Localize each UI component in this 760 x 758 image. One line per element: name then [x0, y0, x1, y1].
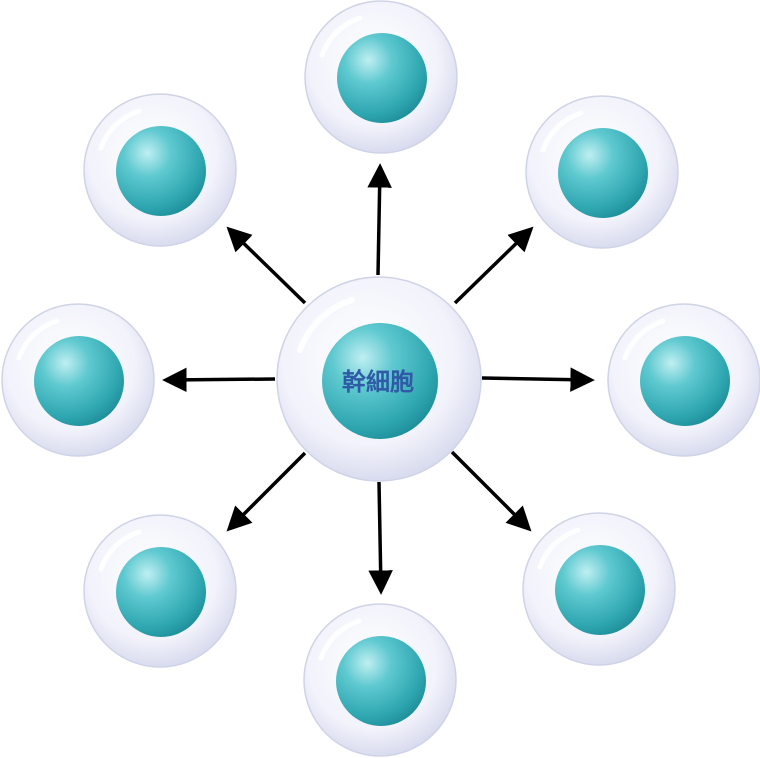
cell-bottom-right — [522, 512, 676, 666]
arrow-up-left — [226, 226, 307, 305]
cell-top-left — [83, 93, 237, 247]
nucleus — [337, 33, 427, 123]
nucleus — [34, 336, 124, 426]
nucleus — [640, 336, 730, 426]
arrow-left — [162, 367, 276, 393]
nucleus — [116, 547, 206, 637]
arrow-up — [367, 163, 392, 276]
nucleus — [116, 126, 206, 216]
cell-bottom — [303, 603, 457, 757]
stem-cell-label: 幹細胞 — [342, 368, 414, 396]
arrow-up-right — [453, 226, 534, 305]
nucleus — [336, 636, 426, 726]
arrow-down — [368, 481, 393, 595]
stem-cell: 幹細胞 — [276, 276, 482, 482]
arrow-down-right — [450, 450, 532, 532]
cell-top-right — [525, 95, 679, 249]
cell-left — [1, 303, 155, 457]
arrows — [162, 163, 595, 595]
nucleus — [555, 545, 645, 635]
arrow-down-left — [226, 451, 307, 532]
cell-right — [607, 303, 760, 457]
nucleus — [558, 128, 648, 218]
cell-bottom-left — [83, 514, 237, 668]
nucleus — [322, 323, 438, 439]
cell-top — [304, 0, 458, 154]
arrow-right — [481, 367, 595, 392]
